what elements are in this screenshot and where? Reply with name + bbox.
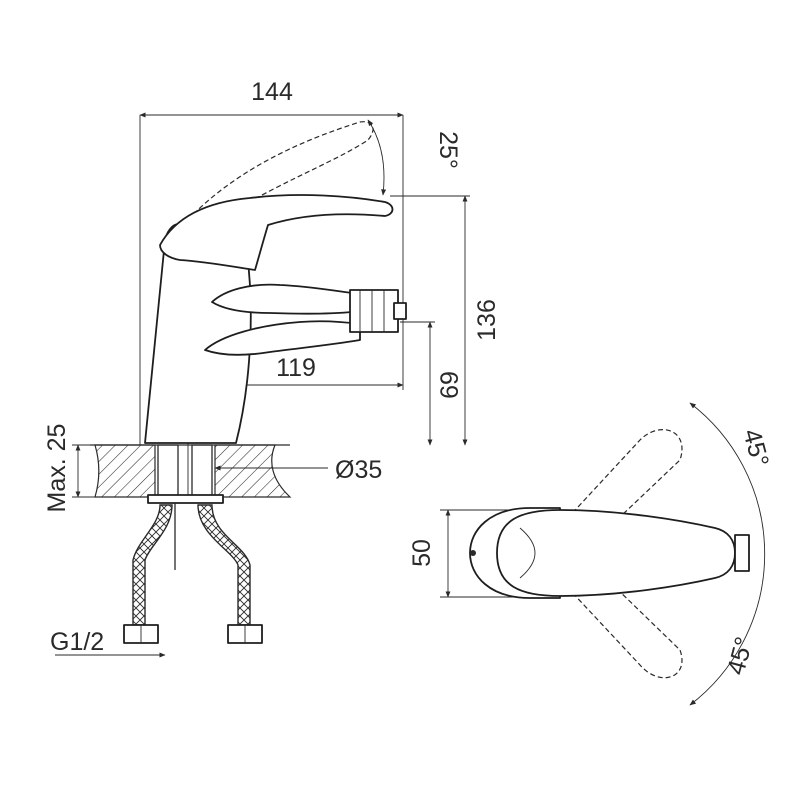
- hose-left: [132, 504, 173, 626]
- dim-deck-thickness: Max. 25: [43, 424, 71, 513]
- top-lever-tip: [734, 534, 750, 572]
- lever-handle: [159, 194, 394, 271]
- dim-arc-25: [367, 119, 387, 196]
- hose-right: [197, 504, 251, 626]
- base-center-mark: [470, 550, 476, 556]
- lever-contour-line: [519, 527, 536, 579]
- fixing-nut: [147, 494, 224, 504]
- threaded-shank: [157, 444, 179, 498]
- dim-hole-diameter: Ø35: [335, 456, 382, 484]
- dim-spout-reach: 119: [276, 354, 316, 382]
- dim-base-diameter: 50: [408, 539, 436, 567]
- lever-raised-outline: [171, 121, 374, 239]
- dim-connection-thread: G1/2: [50, 628, 104, 656]
- dim-rotation-left: 45°: [737, 426, 774, 470]
- dim-lever-angle: 25°: [434, 131, 462, 169]
- threaded-shank-right: [191, 444, 213, 498]
- dim-arc-rotation: [689, 402, 766, 706]
- deck-section-right: [214, 444, 292, 498]
- top-view: 50 45° 45°: [408, 402, 774, 706]
- top-lever-handle: [496, 509, 736, 597]
- aerator-nozzle: [349, 289, 399, 333]
- side-view: 144 136 69 119 25°: [43, 78, 501, 658]
- dim-height-total: 136: [473, 299, 501, 341]
- lever-rotated-right: [538, 552, 683, 679]
- dim-width-total: 144: [251, 78, 293, 106]
- aerator-tip: [393, 302, 407, 320]
- lever-rotated-left: [538, 429, 683, 556]
- dim-rotation-right: 45°: [722, 634, 759, 678]
- dim-spout-height: 69: [436, 371, 464, 399]
- deck-section-left: [94, 444, 156, 498]
